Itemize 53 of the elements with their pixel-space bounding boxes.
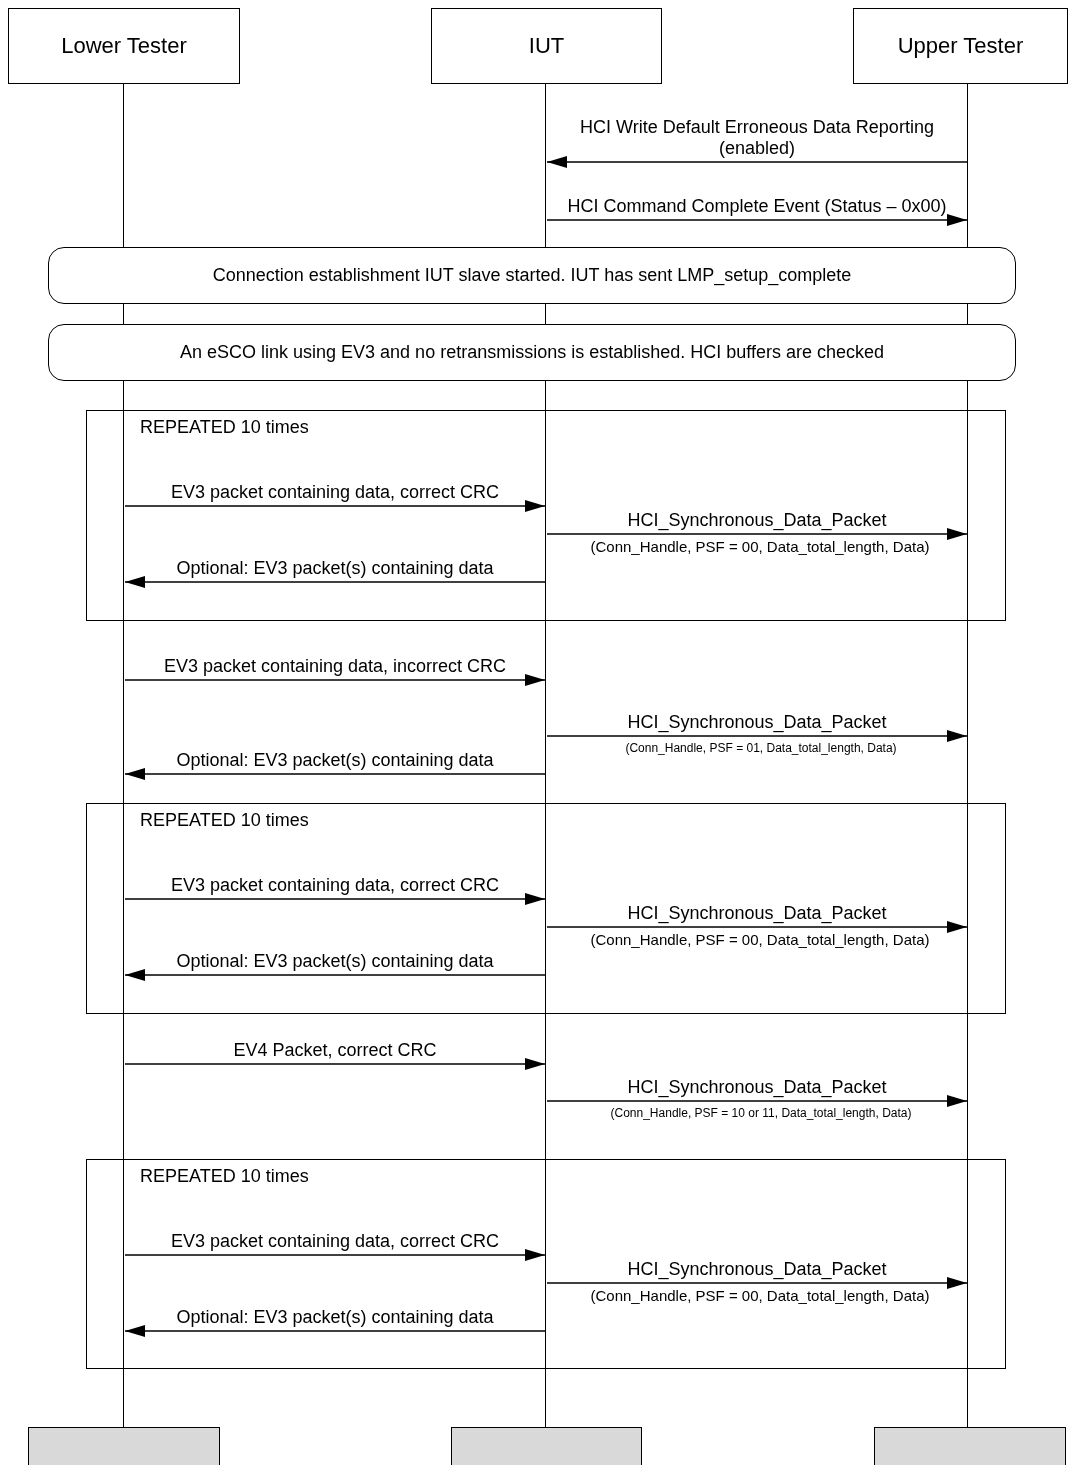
- participant-end-box: [874, 1427, 1066, 1465]
- note-text: An eSCO link using EV3 and no retransmissions is established. HCI buffers are checked: [180, 342, 884, 363]
- parameter-text: (Conn_Handle, PSF = 00, Data_total_length, Data): [589, 538, 931, 557]
- loop-label: REPEATED 10 times: [140, 417, 309, 438]
- message-label: HCI_Synchronous_Data_Packet: [626, 712, 888, 733]
- message-label: EV3 packet containing data, correct CRC: [169, 1231, 501, 1252]
- parameter-text: (Conn_Handle, PSF = 00, Data_total_length, Data): [589, 1287, 931, 1306]
- participant-name: Lower Tester: [61, 33, 187, 59]
- message-label: HCI Command Complete Event (Status – 0x00): [566, 196, 948, 217]
- participant-name: IUT: [528, 33, 565, 59]
- message-arrow: [124, 1325, 546, 1337]
- message-arrow: [124, 1058, 546, 1070]
- loop-label: REPEATED 10 times: [140, 1166, 309, 1187]
- participant-box: [853, 8, 1068, 84]
- message-label: EV3 packet containing data, correct CRC: [169, 482, 501, 503]
- message-arrow: [546, 921, 968, 933]
- message-label: HCI_Synchronous_Data_Packet: [626, 1077, 888, 1098]
- message-arrow: [124, 893, 546, 905]
- message-label: Optional: EV3 packet(s) containing data: [175, 1307, 495, 1328]
- message-arrow: [124, 768, 546, 780]
- message-arrow: [124, 500, 546, 512]
- message-label: HCI_Synchronous_Data_Packet: [626, 903, 888, 924]
- message-label: Optional: EV3 packet(s) containing data: [175, 951, 495, 972]
- message-arrow: [546, 1095, 968, 1107]
- message-arrow: [546, 730, 968, 742]
- loop-label: REPEATED 10 times: [140, 810, 309, 831]
- participant-box: [431, 8, 662, 84]
- message-label: EV4 Packet, correct CRC: [232, 1040, 438, 1061]
- message-arrow: [546, 528, 968, 540]
- parameter-text: (Conn_Handle, PSF = 01, Data_total_length, Data): [624, 741, 898, 756]
- parameter-text: (Conn_Handle, PSF = 00, Data_total_length, Data): [589, 931, 931, 950]
- participant-name: Upper Tester: [897, 33, 1024, 59]
- message-arrow: [124, 576, 546, 588]
- participant-end-box: [28, 1427, 220, 1465]
- message-arrow: [546, 1277, 968, 1289]
- participant-box: [8, 8, 240, 84]
- message-label: Optional: EV3 packet(s) containing data: [175, 558, 495, 579]
- message-label: EV3 packet containing data, correct CRC: [169, 875, 501, 896]
- message-arrow: [124, 969, 546, 981]
- message-arrow: [546, 156, 968, 168]
- message-label: HCI_Synchronous_Data_Packet: [626, 1259, 888, 1280]
- parameter-text: (Conn_Handle, PSF = 10 or 11, Data_total_length, Data): [609, 1106, 913, 1121]
- message-label: Optional: EV3 packet(s) containing data: [175, 750, 495, 771]
- participant-end-box: [451, 1427, 642, 1465]
- message-label: HCI_Synchronous_Data_Packet: [626, 510, 888, 531]
- note-band: [48, 247, 1016, 304]
- message-label: HCI Write Default Erroneous Data Reporting (enabled): [579, 117, 935, 159]
- note-band: [48, 324, 1016, 381]
- message-label: EV3 packet containing data, incorrect CRC: [162, 656, 508, 677]
- message-arrow: [124, 674, 546, 686]
- note-text: Connection establishment IUT slave started. IUT has sent LMP_setup_complete: [212, 265, 852, 286]
- message-arrow: [124, 1249, 546, 1261]
- message-arrow: [546, 214, 968, 226]
